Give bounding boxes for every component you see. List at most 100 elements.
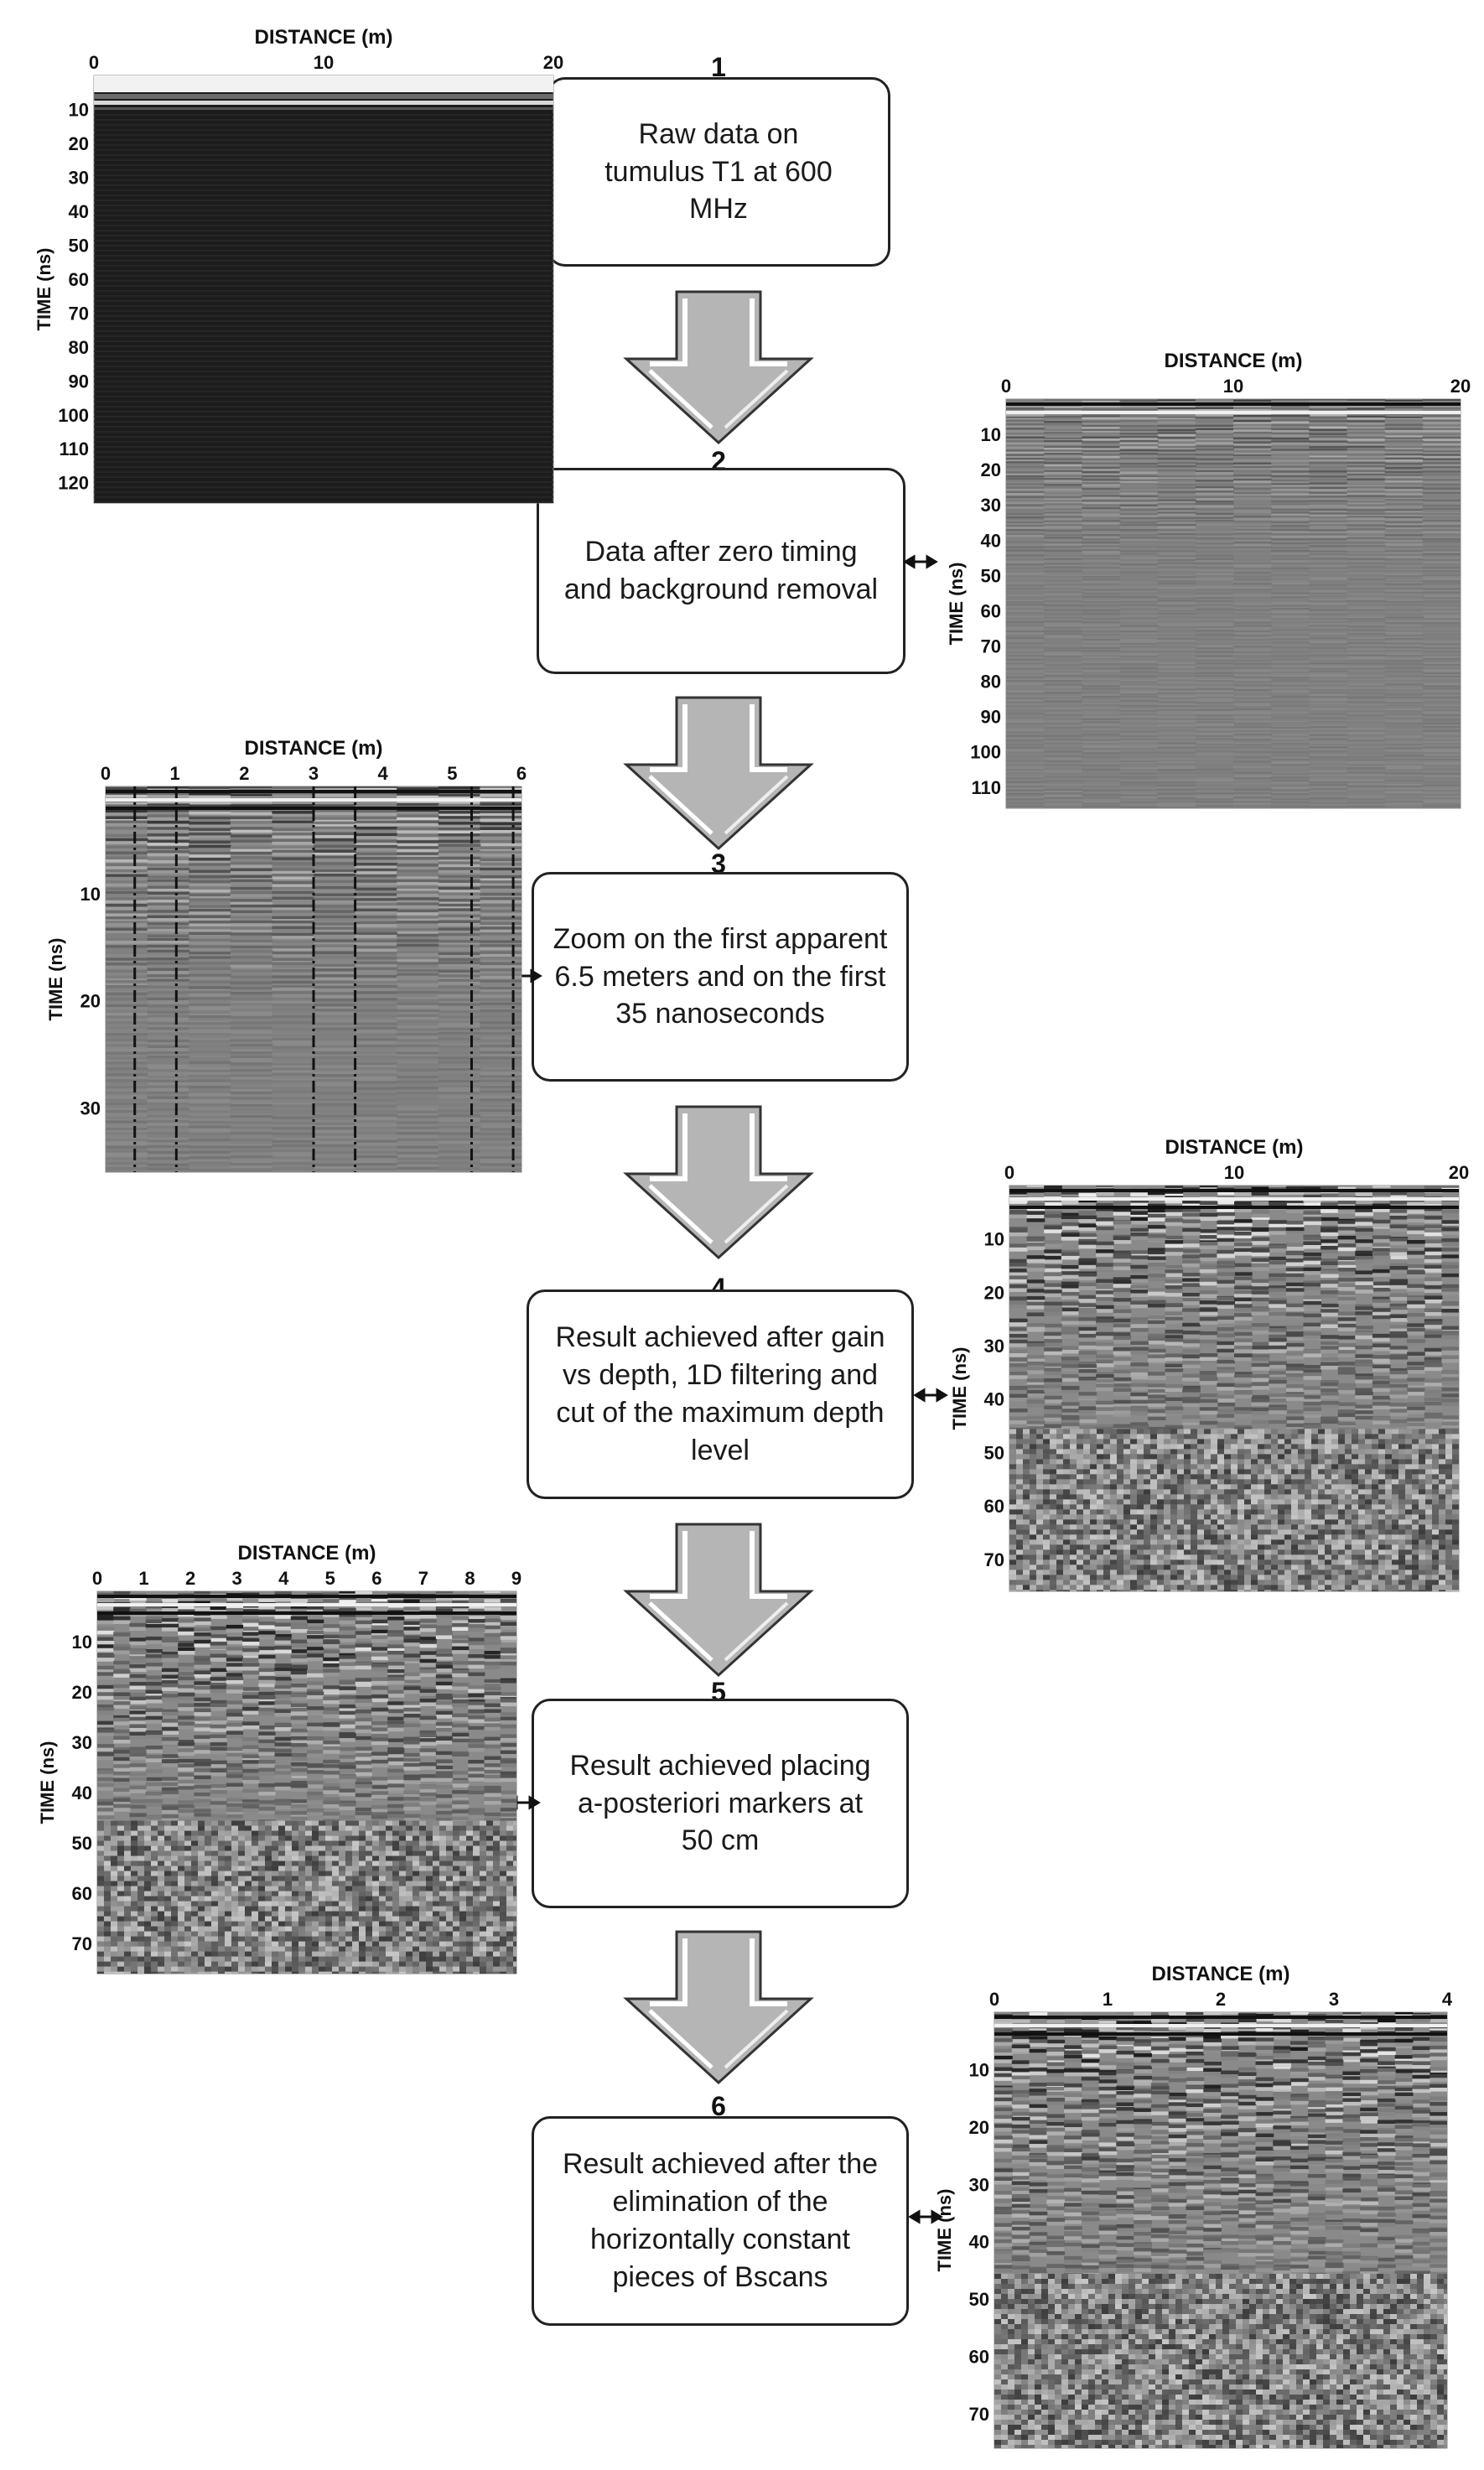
y-tick-label: 110 <box>972 777 1002 798</box>
x-tick-label: 20 <box>1449 1162 1469 1183</box>
y-axis-label: TIME (ns) <box>949 1347 970 1430</box>
y-tick-label: 20 <box>80 991 101 1012</box>
y-tick-label: 70 <box>981 636 1001 656</box>
down-arrow-5 <box>626 1932 811 2083</box>
y-tick-label: 20 <box>969 2117 989 2138</box>
step-box-6: Result achieved after the elimination of… <box>532 2116 909 2326</box>
y-tick-label: 70 <box>969 2404 989 2425</box>
x-axis-label: DISTANCE (m) <box>1152 1963 1290 1985</box>
x-tick-label: 2 <box>239 763 249 784</box>
y-tick-label: 10 <box>969 2059 989 2080</box>
x-tick-label: 0 <box>1004 1162 1014 1183</box>
x-tick-label: 0 <box>101 763 111 784</box>
y-tick-label: 40 <box>984 1389 1004 1410</box>
x-tick-label: 10 <box>1224 1162 1244 1183</box>
step-number-1: 1 <box>711 52 726 82</box>
y-tick-label: 20 <box>72 1682 92 1703</box>
step-text-2: Data after zero timing and background re… <box>563 536 879 605</box>
x-tick-label: 4 <box>378 763 389 784</box>
y-tick-label: 30 <box>981 495 1001 516</box>
y-tick-label: 50 <box>981 565 1001 586</box>
y-tick-label: 50 <box>72 1833 92 1854</box>
radargram-texture <box>994 2012 1447 2448</box>
y-tick-label: 70 <box>984 1549 1004 1570</box>
x-tick-label: 2 <box>185 1568 195 1589</box>
y-tick-label: 20 <box>984 1282 1004 1303</box>
y-tick-label: 50 <box>969 2289 989 2310</box>
y-axis-label: TIME (ns) <box>37 1741 58 1824</box>
step-box-5: Result achieved placing a-posteriori mar… <box>532 1699 909 1908</box>
x-axis-label: DISTANCE (m) <box>1165 350 1303 372</box>
step-box-1: Raw data on tumulus T1 at 600 MHz <box>547 77 890 267</box>
x-tick-label: 6 <box>516 763 527 784</box>
y-axis-label: TIME (ns) <box>34 248 54 331</box>
x-tick-label: 6 <box>371 1568 381 1589</box>
step-box-2: Data after zero timing and background re… <box>537 468 905 674</box>
step-box-4: Result achieved after gain vs depth, 1D … <box>527 1289 914 1499</box>
down-arrow-3 <box>626 1107 811 1258</box>
radargram-texture <box>97 1591 516 1974</box>
step-box-3: Zoom on the first apparent 6.5 meters an… <box>532 872 909 1082</box>
step-text-3: Zoom on the first apparent 6.5 meters an… <box>553 922 888 1030</box>
y-tick-label: 100 <box>58 405 89 426</box>
x-tick-label: 1 <box>170 763 180 784</box>
y-tick-label: 30 <box>80 1097 101 1118</box>
x-tick-label: 7 <box>418 1568 428 1589</box>
y-tick-label: 40 <box>69 201 89 222</box>
x-tick-label: 4 <box>1442 1989 1453 2010</box>
y-axis-label: TIME (ns) <box>45 938 66 1021</box>
x-tick-label: 1 <box>1103 1989 1113 2010</box>
x-axis-label: DISTANCE (m) <box>255 26 393 49</box>
step-number-6: 6 <box>711 2091 726 2121</box>
y-tick-label: 60 <box>69 269 89 290</box>
y-tick-label: 90 <box>69 371 89 392</box>
y-tick-label: 30 <box>969 2174 989 2195</box>
x-tick-label: 8 <box>464 1568 475 1589</box>
y-tick-label: 40 <box>981 530 1001 551</box>
x-tick-label: 2 <box>1216 1989 1226 2010</box>
y-tick-label: 40 <box>72 1782 92 1803</box>
x-tick-label: 0 <box>92 1568 102 1589</box>
y-tick-label: 60 <box>969 2347 989 2368</box>
y-tick-label: 10 <box>72 1632 92 1653</box>
y-tick-label: 70 <box>69 303 89 324</box>
y-axis-label: TIME (ns) <box>946 563 967 646</box>
y-tick-label: 30 <box>69 167 89 188</box>
x-tick-label: 20 <box>1450 376 1471 397</box>
x-tick-label: 5 <box>325 1568 335 1589</box>
y-tick-label: 100 <box>970 742 1001 763</box>
y-tick-label: 120 <box>58 473 89 494</box>
x-tick-label: 20 <box>543 52 563 73</box>
y-tick-label: 60 <box>72 1883 92 1904</box>
y-axis-label: TIME (ns) <box>934 2189 955 2272</box>
x-tick-label: 4 <box>278 1568 289 1589</box>
x-tick-label: 9 <box>511 1568 521 1589</box>
x-tick-label: 3 <box>1329 1989 1339 2010</box>
y-tick-label: 20 <box>981 459 1001 480</box>
y-tick-label: 50 <box>984 1442 1004 1463</box>
y-tick-label: 10 <box>69 99 89 120</box>
x-tick-label: 3 <box>232 1568 242 1589</box>
x-axis-label: DISTANCE (m) <box>1165 1136 1304 1159</box>
y-tick-label: 80 <box>69 337 89 358</box>
step-text-1: Raw data on tumulus T1 at 600 MHz <box>604 117 833 226</box>
x-axis-label: DISTANCE (m) <box>238 1542 376 1565</box>
down-arrow-4 <box>626 1524 811 1675</box>
y-tick-label: 20 <box>69 133 89 154</box>
y-tick-label: 110 <box>60 438 90 459</box>
x-tick-label: 10 <box>1223 376 1243 397</box>
y-tick-label: 40 <box>969 2232 989 2253</box>
y-tick-label: 60 <box>981 600 1001 621</box>
y-tick-label: 10 <box>981 424 1001 445</box>
y-tick-label: 30 <box>72 1732 92 1753</box>
